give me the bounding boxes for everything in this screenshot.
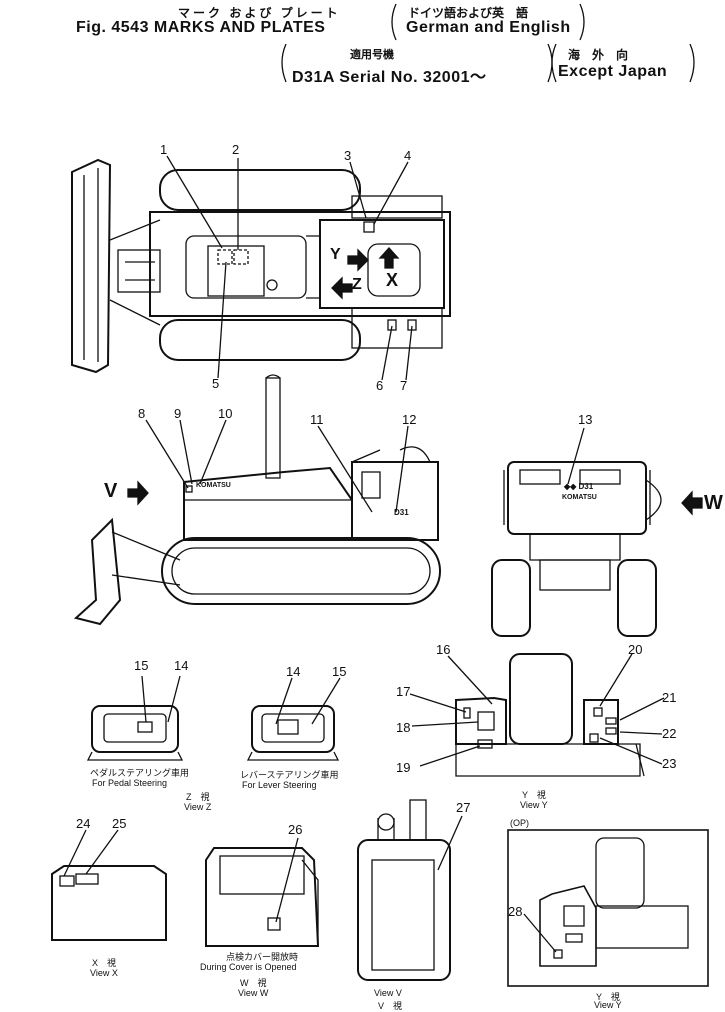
view-w-cover <box>205 847 320 947</box>
callout-27: 27 <box>456 800 471 815</box>
title-japanese: マーク および プレート <box>178 6 341 20</box>
op-caption: (OP) <box>510 818 529 828</box>
callout-20: 20 <box>628 642 643 657</box>
callout-12: 12 <box>402 412 417 427</box>
applicable-japanese: 適用号機 <box>350 49 394 61</box>
callout-15b: 15 <box>332 664 347 679</box>
callout-24: 24 <box>76 816 91 831</box>
view-z-letter: Z <box>352 276 362 293</box>
callout-2: 2 <box>232 142 240 157</box>
serial-number: D31A Serial No. 32001～ <box>292 69 487 86</box>
pedal-caption-jp: ペダルステアリング車用 <box>90 768 190 778</box>
callout-9: 9 <box>174 406 182 421</box>
cover-caption: During Cover is Opened <box>200 962 297 972</box>
region-japanese: 海 外 向 <box>568 48 629 62</box>
callout-19: 19 <box>396 760 411 775</box>
language-japanese: ドイツ語および英 語 <box>408 6 529 20</box>
arrow-y-icon <box>347 248 369 272</box>
d31-rear-label: ◆◆ D31 <box>564 482 594 491</box>
callout-22: 22 <box>662 726 677 741</box>
lever-caption-jp: レバーステアリング車用 <box>240 770 339 780</box>
callout-25: 25 <box>112 816 127 831</box>
callout-3: 3 <box>344 148 352 163</box>
callout-28: 28 <box>508 904 523 919</box>
callout-15a: 15 <box>134 658 149 673</box>
figure-title: Fig. 4543 MARKS AND PLATES <box>76 19 326 36</box>
view-x-caption-jp: X 視 <box>92 958 117 968</box>
callout-4: 4 <box>404 148 412 163</box>
view-w-caption-jp: W 視 <box>240 978 267 988</box>
callout-14b: 14 <box>286 664 301 679</box>
side-view-machine <box>73 374 441 626</box>
komatsu-rear-label: KOMATSU <box>562 494 597 501</box>
arrow-v-icon <box>127 480 149 506</box>
callout-1: 1 <box>160 142 168 157</box>
view-x-caption: View X <box>90 968 118 978</box>
lever-caption: For Lever Steering <box>242 780 317 790</box>
view-y-op-panel <box>507 829 709 987</box>
view-y-caption: View Y <box>520 800 548 810</box>
top-view-machine <box>71 158 451 374</box>
view-y2-caption: View Y <box>594 1000 622 1010</box>
callout-21: 21 <box>662 690 677 705</box>
view-v-letter: V <box>104 480 118 502</box>
paren-region-close <box>689 43 695 83</box>
callout-8: 8 <box>138 406 146 421</box>
view-w-letter: W <box>704 492 723 514</box>
callout-6: 6 <box>376 378 384 393</box>
view-y-caption-jp: Y 視 <box>522 790 546 800</box>
d31-side-label: D31 <box>394 508 409 517</box>
callout-13: 13 <box>578 412 593 427</box>
language-label: German and English <box>406 19 571 36</box>
view-w-caption: View W <box>238 988 269 998</box>
view-y-letter: Y <box>330 246 341 263</box>
view-v-panel <box>357 799 451 981</box>
callout-23: 23 <box>662 756 677 771</box>
view-z-caption-jp: Z 視 <box>186 792 210 802</box>
callout-18: 18 <box>396 720 411 735</box>
callout-11: 11 <box>310 412 324 427</box>
callout-17: 17 <box>396 684 411 699</box>
view-x-letter: X <box>386 270 399 290</box>
paren-serial-open <box>281 43 287 83</box>
view-x-panel <box>51 865 167 941</box>
view-y2-caption-jp: Y 視 <box>596 992 620 1002</box>
paren-lang-open <box>391 3 397 41</box>
callout-14a: 14 <box>174 658 189 673</box>
callout-10: 10 <box>218 406 233 421</box>
view-v-caption-jp: V 視 <box>378 1001 403 1011</box>
view-z-caption: View Z <box>184 802 212 812</box>
arrow-x-icon <box>378 247 400 269</box>
paren-region-open <box>551 43 557 83</box>
paren-lang-close <box>579 3 585 41</box>
view-v-caption: View V <box>374 988 402 998</box>
callout-26: 26 <box>288 822 303 837</box>
pedal-caption: For Pedal Steering <box>92 778 168 788</box>
view-z-consoles <box>86 705 340 761</box>
view-y-seat <box>455 653 645 777</box>
arrow-z-icon <box>331 276 353 300</box>
callout-5: 5 <box>212 376 220 391</box>
callout-7: 7 <box>400 378 408 393</box>
callout-16: 16 <box>436 642 451 657</box>
arrow-w-icon <box>681 490 703 516</box>
cover-caption-jp: 点検カバー開放時 <box>226 952 299 962</box>
region-label: Except Japan <box>558 63 668 80</box>
komatsu-side-label: KOMATSU <box>196 482 231 489</box>
rear-view-machine <box>491 461 662 637</box>
